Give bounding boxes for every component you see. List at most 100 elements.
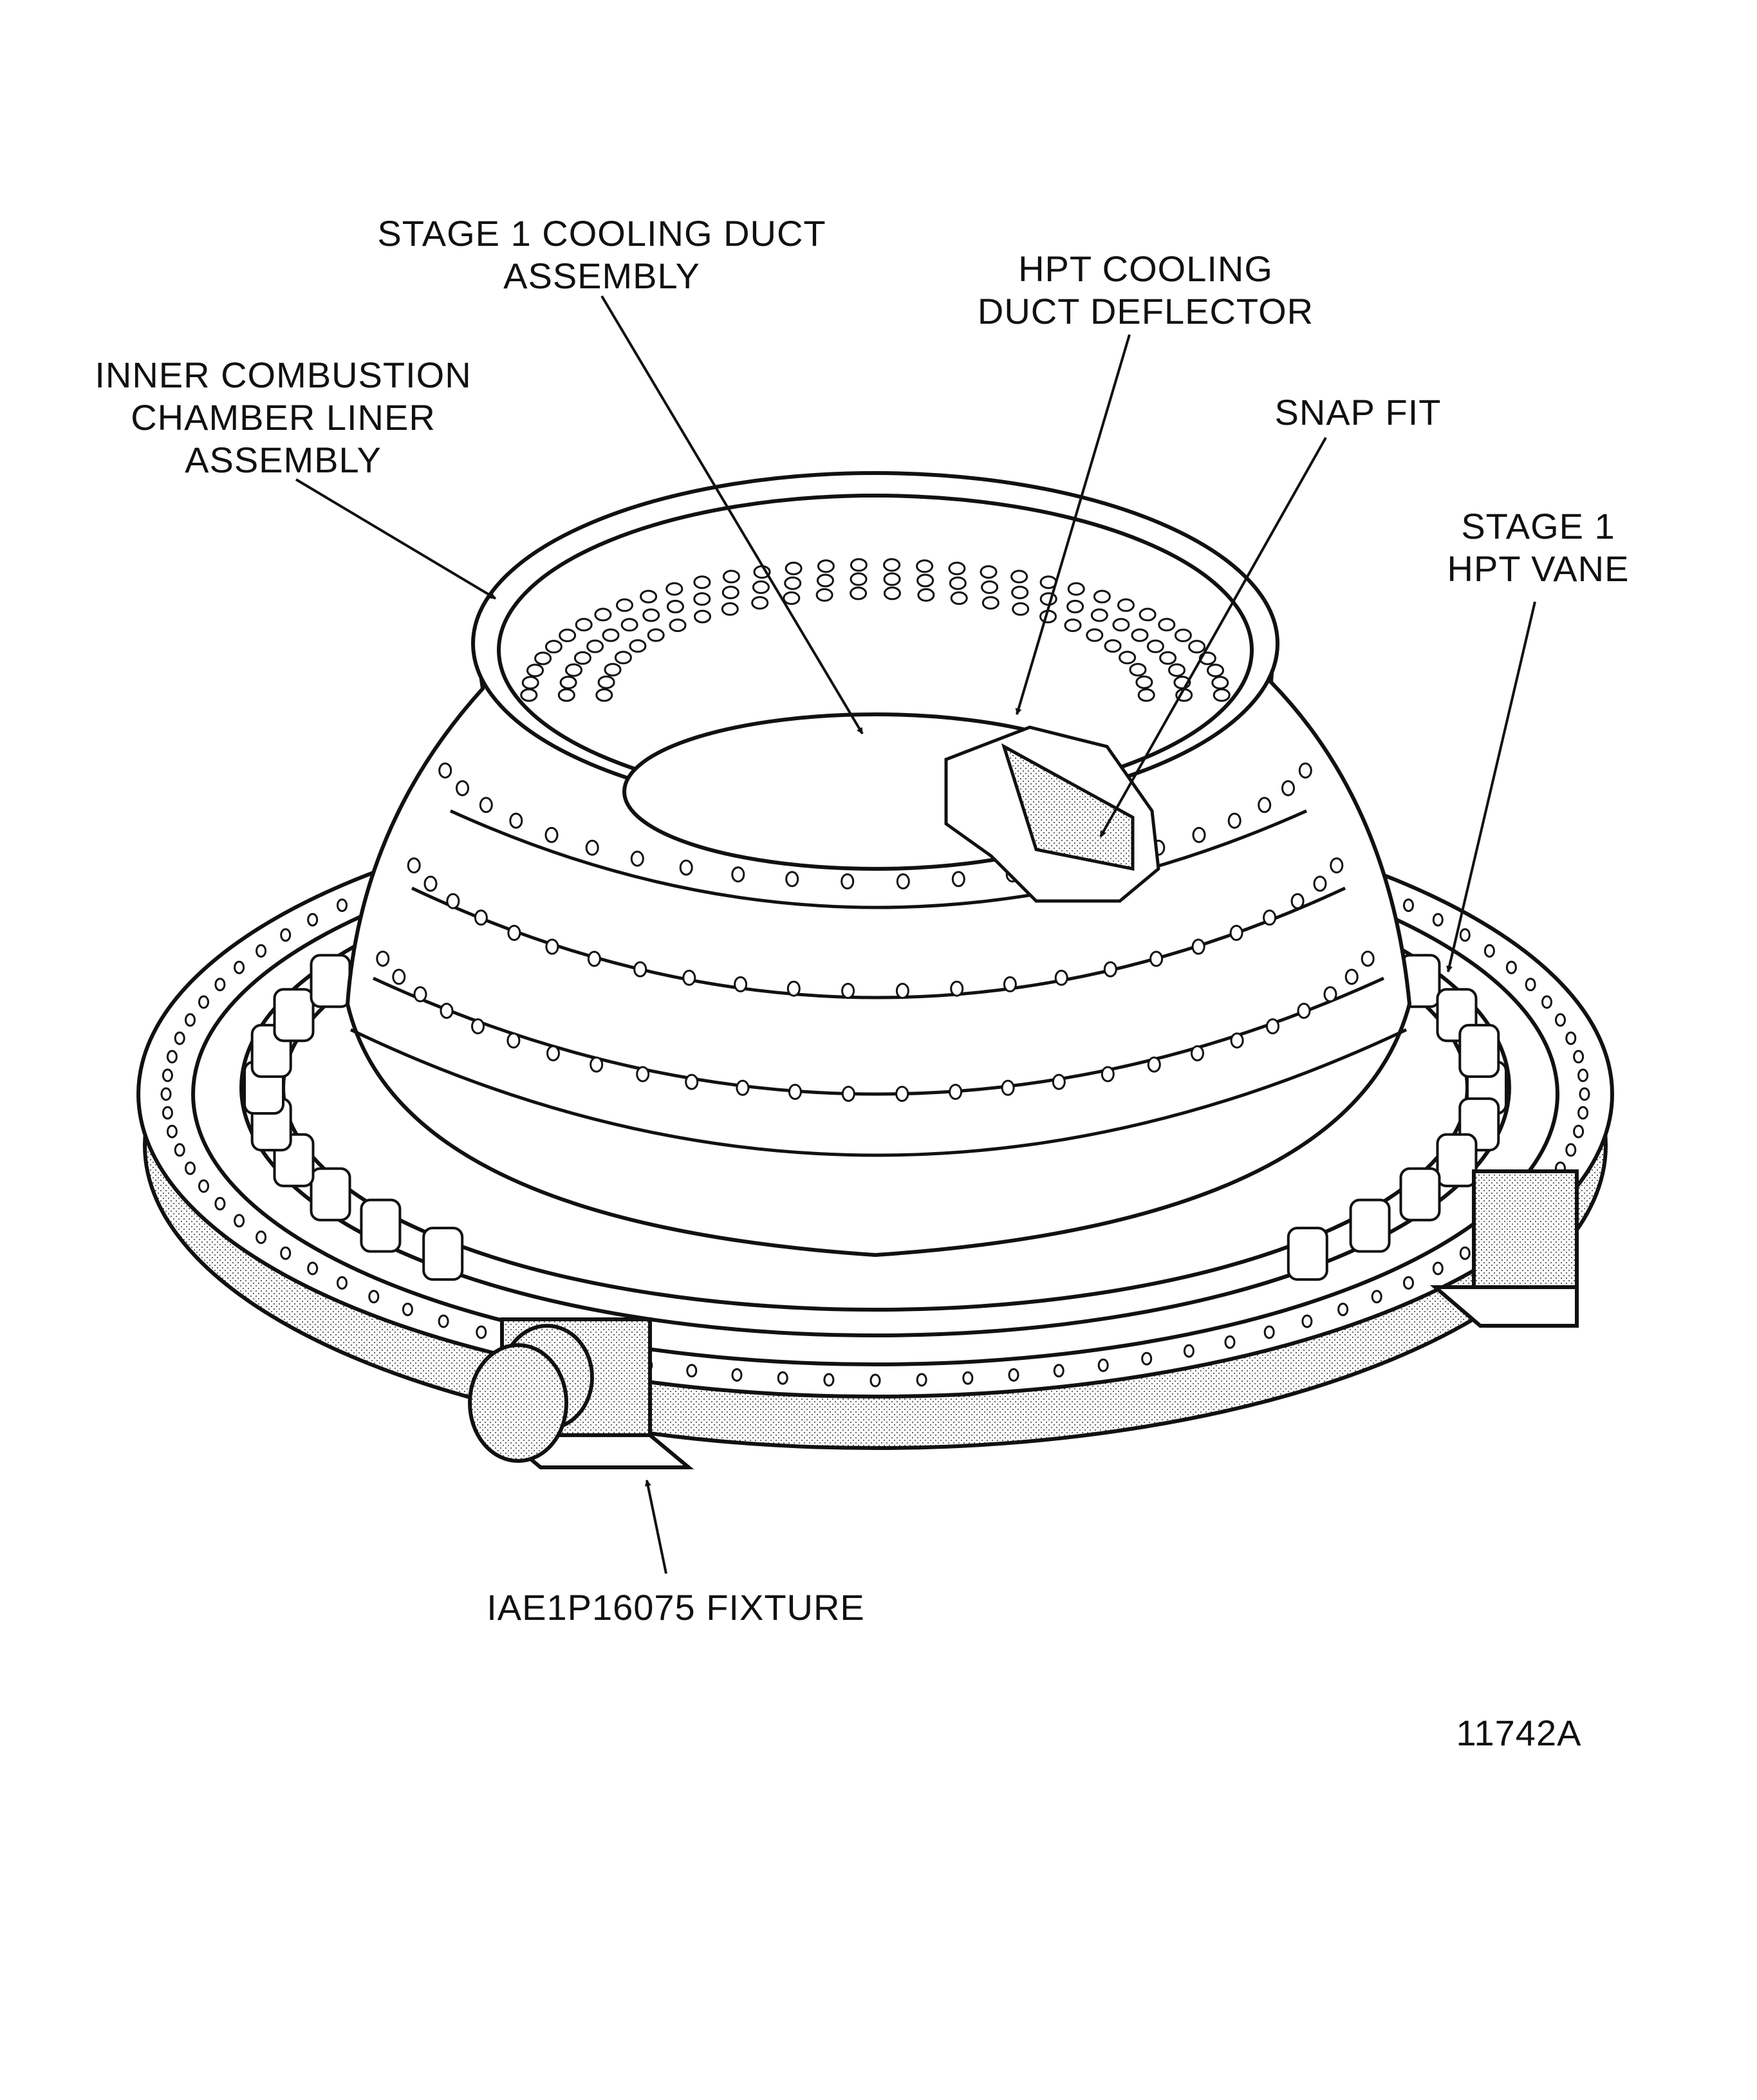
dilution-hole xyxy=(895,983,909,999)
cooling-hole xyxy=(751,596,769,610)
bolt-hole xyxy=(198,995,209,1009)
hpt-vane xyxy=(1399,1167,1441,1222)
bolt-hole xyxy=(1483,944,1495,958)
dilution-hole xyxy=(1266,1018,1279,1035)
dilution-hole xyxy=(630,850,644,867)
dilution-hole xyxy=(1297,1003,1311,1019)
bolt-hole xyxy=(174,1031,185,1045)
bolt-hole xyxy=(174,1143,185,1157)
dilution-hole xyxy=(685,1073,699,1090)
dilution-hole xyxy=(376,951,390,967)
dilution-hole xyxy=(736,1079,750,1096)
figure-number: 11742A xyxy=(1456,1713,1582,1753)
leader-hpt-deflector xyxy=(1015,334,1131,715)
bolt-hole xyxy=(686,1364,698,1378)
dilution-hole xyxy=(407,857,421,874)
bolt-hole xyxy=(962,1371,974,1385)
bolt-hole xyxy=(1097,1358,1109,1372)
dilution-hole xyxy=(679,859,693,876)
cooling-hole xyxy=(916,559,934,573)
dilution-hole xyxy=(1313,875,1327,892)
hpt-vane xyxy=(310,1167,351,1222)
fixture-block-right xyxy=(1472,1169,1579,1289)
cooling-hole xyxy=(1139,608,1157,622)
cooling-hole xyxy=(1112,618,1130,632)
dilution-hole xyxy=(509,812,523,829)
cooling-hole xyxy=(1012,602,1030,616)
bolt-hole xyxy=(280,1246,292,1260)
cooling-hole xyxy=(557,688,575,702)
cooling-hole xyxy=(597,675,615,689)
bolt-hole xyxy=(1371,1290,1382,1304)
bolt-hole xyxy=(368,1290,380,1304)
cooling-hole xyxy=(1188,640,1206,654)
bolt-hole xyxy=(1403,898,1414,913)
dilution-hole xyxy=(896,873,910,889)
dilution-hole xyxy=(1003,976,1017,992)
cooling-hole xyxy=(521,676,539,690)
leader-inner-liner xyxy=(295,478,497,600)
bolt-hole xyxy=(1459,1246,1471,1260)
cooling-hole xyxy=(1158,618,1176,632)
cooling-hole xyxy=(595,688,613,702)
dilution-hole xyxy=(1290,893,1305,909)
cooling-hole xyxy=(1137,688,1155,702)
cooling-hole xyxy=(640,590,658,604)
bolt-hole xyxy=(198,1179,209,1193)
dilution-hole xyxy=(786,980,801,997)
cooling-hole xyxy=(850,558,868,572)
bolt-hole xyxy=(777,1371,788,1385)
cooling-hole xyxy=(693,575,711,590)
dilution-hole xyxy=(1330,857,1344,874)
cooling-hole xyxy=(694,609,711,624)
hpt-vane xyxy=(1458,1023,1500,1078)
liner-interior-cooling-holes xyxy=(520,558,1231,702)
dilution-hole xyxy=(1361,951,1375,967)
bolt-hole xyxy=(1337,1303,1349,1317)
cooling-hole xyxy=(1011,586,1029,600)
bolt-hole xyxy=(214,978,226,992)
bolt-hole xyxy=(280,928,292,942)
cooling-hole xyxy=(950,591,968,605)
bolt-hole xyxy=(256,1231,267,1244)
leader-lines xyxy=(295,295,1536,1574)
dilution-hole xyxy=(1323,986,1337,1003)
bolt-hole xyxy=(162,1106,173,1120)
cooling-hole xyxy=(669,618,687,633)
dilution-hole xyxy=(1191,938,1205,955)
label-stage1-cooling-duct-assembly: STAGE 1 COOLING DUCT ASSEMBLY xyxy=(377,213,826,296)
cooling-hole xyxy=(594,608,612,622)
cooling-hole xyxy=(752,580,770,594)
inner-combustion-liner xyxy=(345,471,1412,1258)
cooling-hole xyxy=(1159,651,1177,665)
leader-stage1-cooling-duct xyxy=(600,295,864,735)
dilution-hole xyxy=(1192,826,1206,843)
cooling-hole xyxy=(665,582,683,596)
dilution-hole xyxy=(1103,961,1117,978)
dilution-hole xyxy=(1263,909,1277,926)
cooling-hole xyxy=(883,558,901,572)
dilution-hole xyxy=(950,980,964,997)
dilution-hole xyxy=(1149,951,1164,967)
cooling-hole xyxy=(981,580,999,594)
cooling-hole xyxy=(948,561,966,575)
cooling-hole xyxy=(1211,676,1229,690)
cooling-hole xyxy=(817,559,835,573)
label-hpt-cooling-duct-deflector: HPT COOLING DUCT DEFLECTOR xyxy=(977,248,1314,331)
cooling-hole xyxy=(1207,664,1224,678)
hpt-vane xyxy=(360,1198,402,1253)
leader-fixture xyxy=(644,1480,667,1574)
dilution-hole xyxy=(546,1045,560,1062)
leader-hpt-vane xyxy=(1446,601,1536,972)
cooling-hole xyxy=(629,639,647,653)
dilution-hole xyxy=(785,871,799,887)
dilution-hole xyxy=(1147,1056,1161,1073)
dilution-hole xyxy=(636,1066,650,1083)
dilution-hole xyxy=(423,875,438,892)
cooling-hole xyxy=(586,639,604,653)
dilution-hole xyxy=(841,983,855,999)
dilution-hole xyxy=(590,1056,604,1073)
dilution-hole xyxy=(841,873,855,889)
leader-snap-fit xyxy=(1099,437,1327,837)
cooling-hole xyxy=(1093,590,1111,604)
